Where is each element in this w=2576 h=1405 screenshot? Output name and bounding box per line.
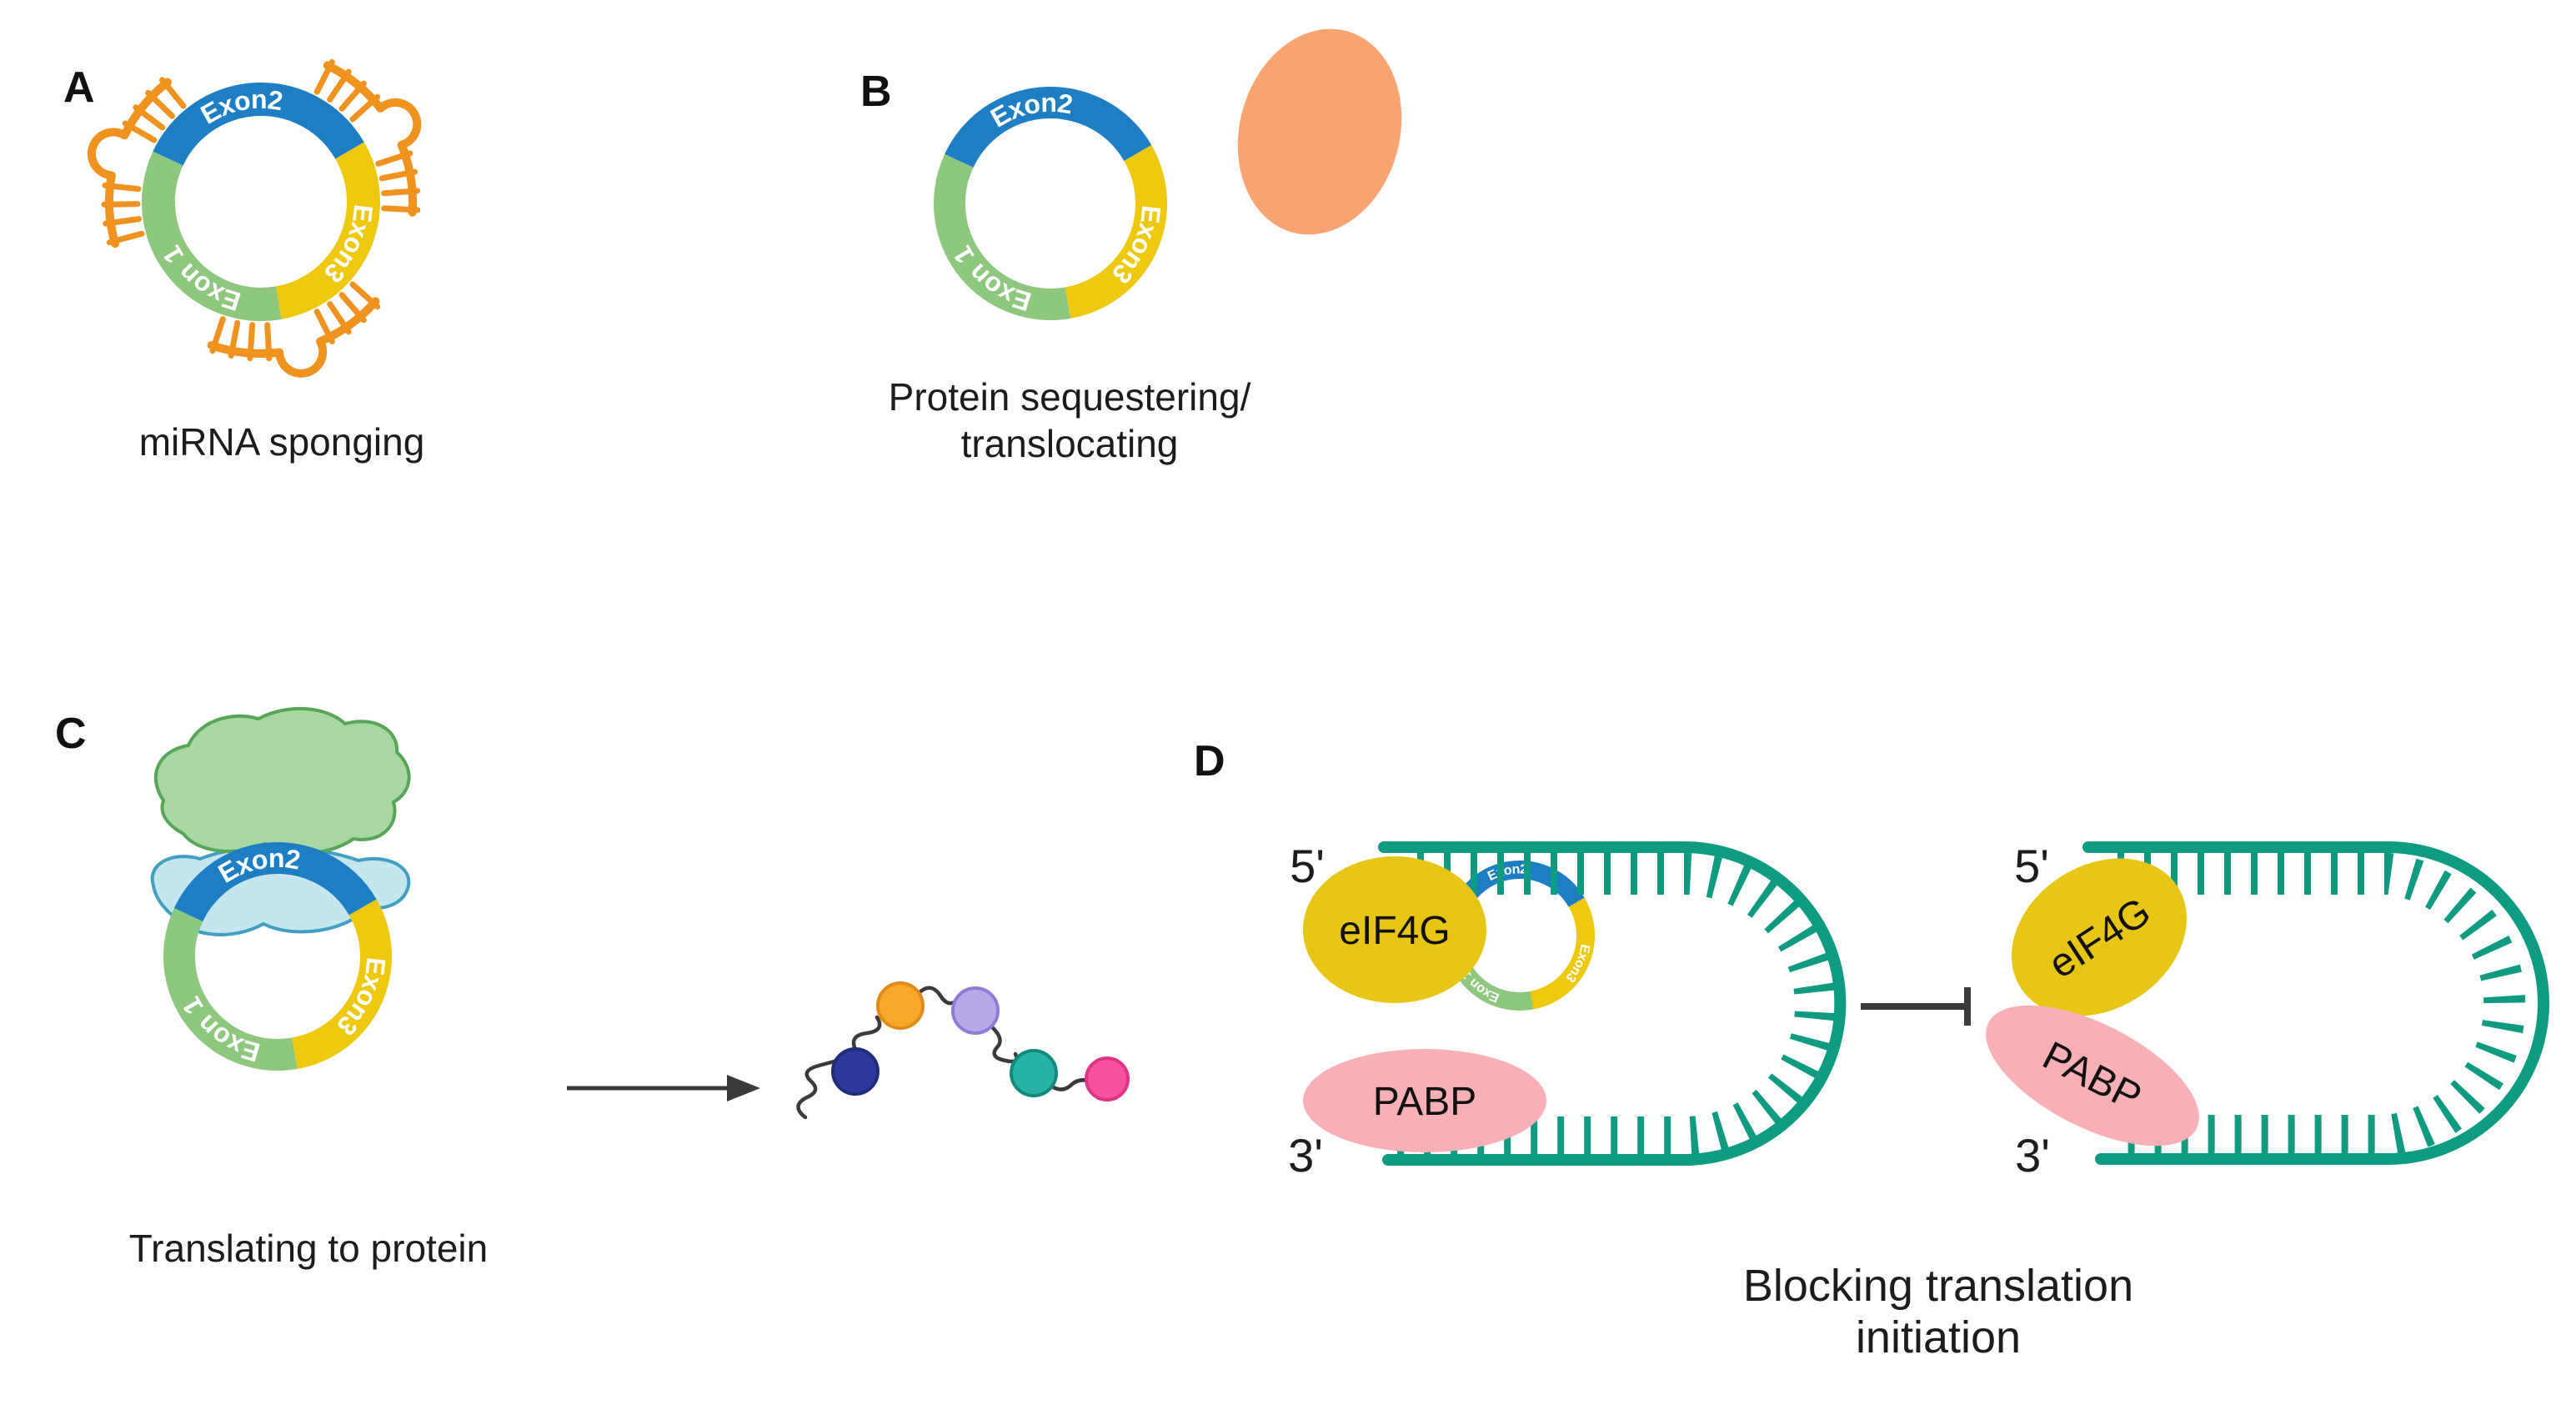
pabp-label: PABP: [1373, 1080, 1477, 1124]
panel-b-caption-line1: Protein sequestering/: [889, 375, 1251, 419]
amino-acid-bead-navy: [831, 1047, 880, 1096]
panel-b-caption-line2: translocating: [961, 422, 1179, 465]
eif4g-protein-icon: [1303, 856, 1486, 1003]
panel-c-caption: Translating to protein: [129, 1227, 488, 1270]
panel-a-letter: A: [63, 63, 95, 112]
amino-acid-bead-orange: [876, 981, 925, 1030]
mrna-strand-icon: [1378, 841, 1847, 1166]
inhibition-tbar-icon: [1861, 987, 1971, 1026]
peptide-chain-icon: [796, 981, 1130, 1120]
sequestered-protein-icon: [1237, 28, 1402, 235]
exon3-arc: [934, 87, 1167, 320]
blocked-initiation-complex: Exon2 Exon3 Exon 1 eIF4G PABP 5': [1288, 840, 1847, 1182]
panel-d-caption-line2: initiation: [1856, 1312, 2021, 1362]
panel-a-caption: miRNA sponging: [139, 420, 425, 464]
pabp-protein-icon: [1986, 1005, 2199, 1147]
panel-d-letter: D: [1194, 737, 1225, 785]
ribosome-large-subunit-icon: [153, 706, 411, 856]
exon1-arc: [163, 842, 392, 1071]
five-prime-label: 5': [1290, 840, 1325, 892]
exon2-label: Exon2: [1486, 862, 1528, 884]
exon3-arc: [163, 842, 392, 1071]
eif4g-label: eIF4G: [1339, 909, 1450, 953]
exon1-label: Exon 1: [156, 240, 244, 317]
eif4g-protein-icon: [2012, 858, 2187, 1016]
three-prime-label: 3': [1288, 1129, 1323, 1182]
exon2-arc: [142, 83, 380, 321]
panel-d: D Exon2 Exon3 Exon 1: [1194, 737, 2549, 1362]
exon3-arc: [1445, 861, 1595, 1011]
mrna-strand-icon: [2082, 841, 2549, 1165]
exon3-label: Exon3: [1106, 204, 1167, 291]
circrna-ring-b: Exon2 Exon3 Exon 1: [934, 87, 1168, 320]
mrna-hairpin-right: [2082, 841, 2549, 1165]
translation-arrow-icon: [567, 1075, 760, 1101]
exon2-label: Exon2: [985, 88, 1075, 133]
mrna-hairpin-left: [1378, 841, 1847, 1166]
amino-acid-bead-pink: [1085, 1056, 1130, 1101]
exon2-arc: [163, 841, 392, 1071]
pabp-protein-icon: [1303, 1049, 1546, 1152]
panel-b-letter: B: [860, 68, 892, 116]
normal-initiation-complex: eIF4G PABP 5' 3': [1986, 840, 2549, 1182]
peptide-backbone-icon: [796, 986, 1093, 1120]
panel-d-caption-line1: Blocking translation: [1743, 1261, 2133, 1311]
exon2-arc: [934, 87, 1168, 320]
five-prime-label: 5': [2014, 840, 2049, 892]
amino-acid-bead-lavender: [951, 986, 1000, 1035]
mrna-basepair-teeth-icon: [1394, 853, 1837, 1158]
exon3-arc: [142, 83, 380, 321]
arrowhead-icon: [727, 1075, 760, 1101]
panel-a: A Exon2 Exon3 Exon 1 miRNA sponging: [63, 39, 457, 464]
exon3-label: Exon3: [318, 203, 378, 289]
panel-c: C Exon2 Exon3 Exon 1: [55, 706, 1130, 1270]
mrna-basepair-teeth-icon: [2117, 853, 2526, 1157]
exon1-label: Exon 1: [946, 240, 1035, 317]
exon1-label: Exon 1: [175, 991, 263, 1068]
panel-c-letter: C: [55, 710, 87, 758]
panel-b: B Exon2 Exon3 Exon 1 Protein sequesterin…: [860, 28, 1402, 465]
amino-acid-bead-teal: [1010, 1049, 1058, 1097]
exon2-label: Exon2: [196, 84, 286, 130]
exon3-label: Exon3: [331, 956, 392, 1042]
three-prime-label: 3': [2015, 1129, 2050, 1182]
